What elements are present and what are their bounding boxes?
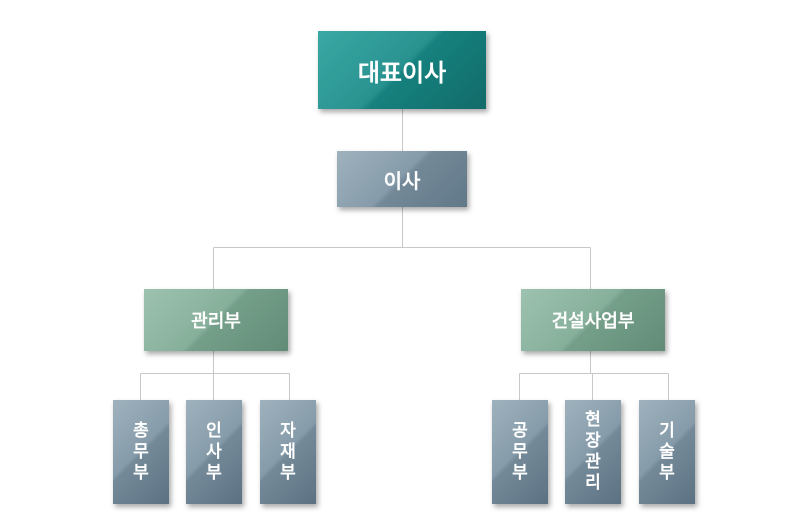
node-team-site-management: 현장관리 bbox=[565, 400, 621, 504]
node-ceo-label: 대표이사 bbox=[357, 58, 447, 87]
node-team-engineering: 기술부 bbox=[639, 400, 695, 504]
node-team-label: 기술부 bbox=[659, 420, 675, 483]
node-team-general-affairs: 총무부 bbox=[113, 400, 169, 504]
node-director-label: 이사 bbox=[383, 168, 421, 193]
node-team-label: 공무부 bbox=[512, 420, 528, 483]
node-department-construction-label: 건설사업부 bbox=[551, 311, 635, 332]
node-team-personnel: 인사부 bbox=[186, 400, 242, 504]
node-team-materials: 자재부 bbox=[260, 400, 316, 504]
node-team-label: 현장관리 bbox=[585, 410, 601, 493]
node-department-admin: 관리부 bbox=[144, 289, 288, 351]
node-department-construction: 건설사업부 bbox=[521, 289, 665, 351]
node-director: 이사 bbox=[337, 151, 467, 207]
node-ceo: 대표이사 bbox=[318, 31, 486, 109]
node-team-label: 자재부 bbox=[280, 420, 296, 483]
node-department-admin-label: 관리부 bbox=[191, 311, 241, 332]
node-team-label: 총무부 bbox=[133, 420, 149, 483]
node-team-public-works: 공무부 bbox=[492, 400, 548, 504]
node-team-label: 인사부 bbox=[206, 420, 222, 483]
